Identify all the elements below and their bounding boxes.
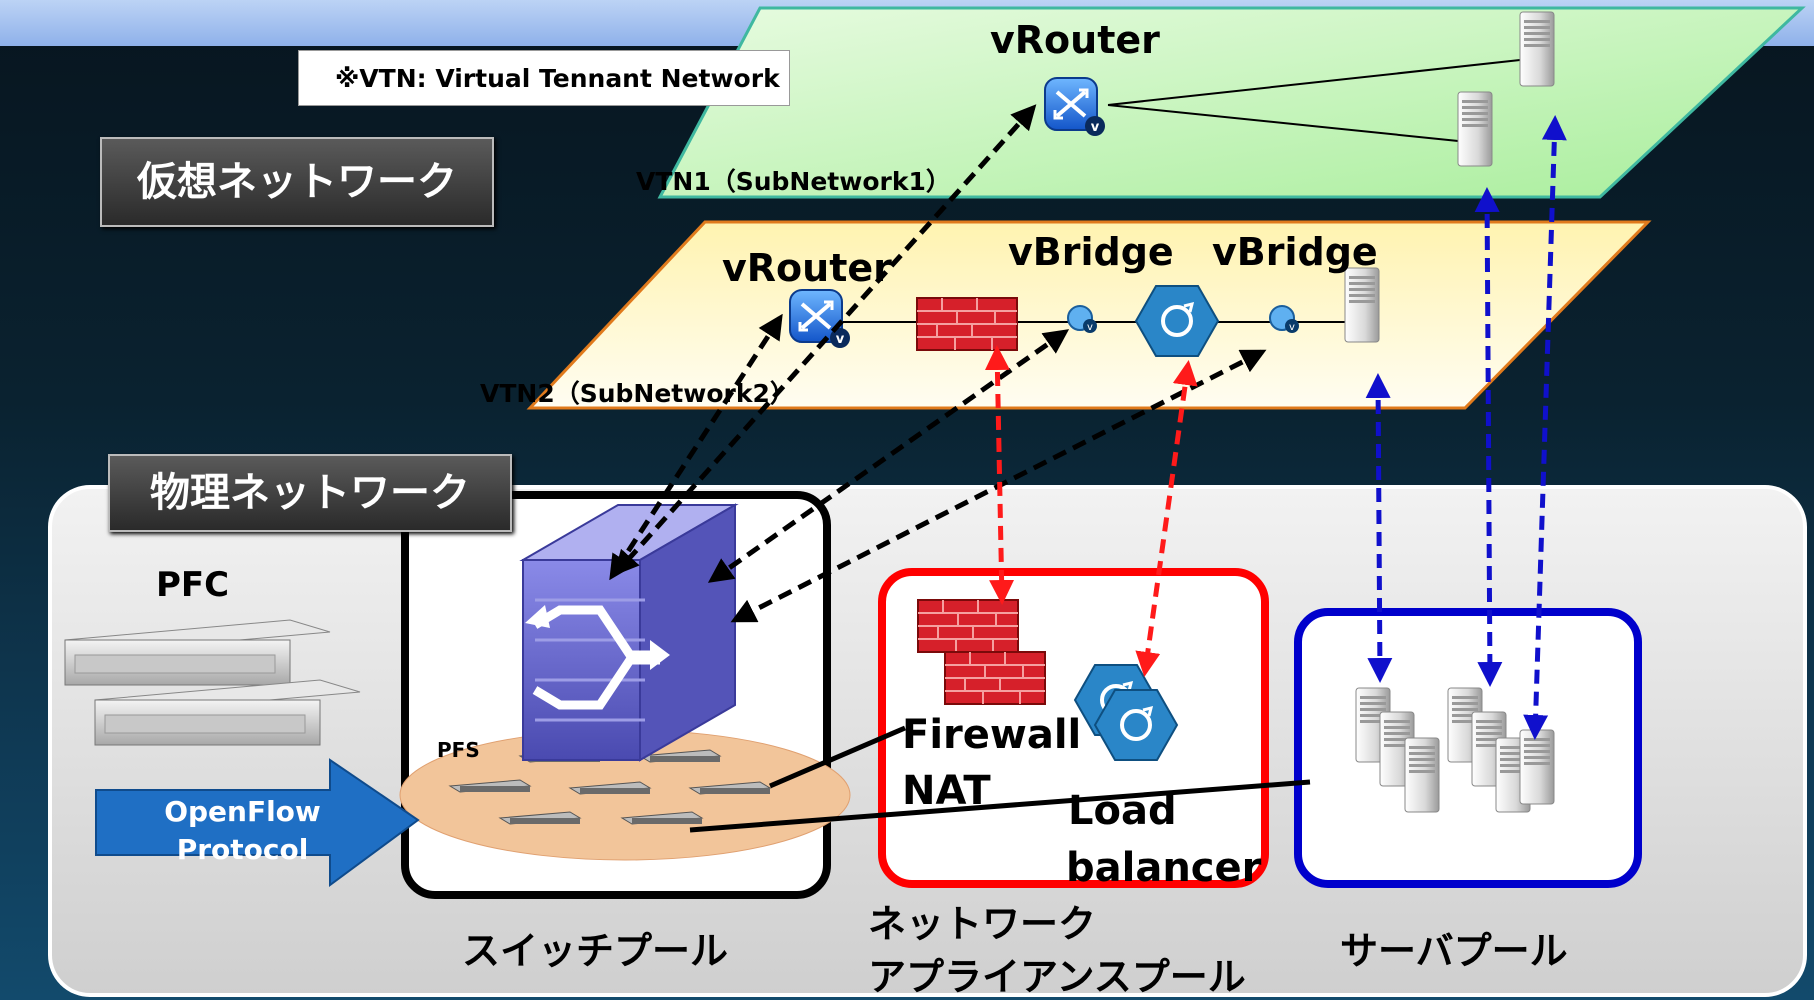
- mapping-arrow: [1474, 187, 1503, 687]
- vtn1-label: VTN1（SubNetwork1）: [636, 167, 951, 196]
- openflow-arrow: [95, 758, 420, 887]
- mapping-arrow: [1365, 373, 1393, 683]
- connector-line: [769, 725, 906, 789]
- nat-label: NAT: [902, 768, 991, 814]
- mapping-arrow: [1523, 115, 1567, 740]
- mapping-arrow: [984, 345, 1015, 605]
- vtn2-server-icon: [1344, 267, 1380, 343]
- pool-firewall-icon: [917, 599, 1019, 653]
- pool-server-icon: [1404, 737, 1440, 813]
- firewall-label: Firewall: [902, 712, 1082, 758]
- pfc-server-icon: [94, 679, 361, 746]
- pool-server-icon: [1519, 729, 1555, 805]
- vtn1-link: [1107, 59, 1521, 106]
- openflow-line2: Protocol: [176, 833, 309, 866]
- vtn2-firewall-icon: [916, 297, 1018, 351]
- pool-firewall-icon: [944, 651, 1046, 705]
- pfc-server-icon: [64, 619, 331, 686]
- lb-label-line2: balancer: [1066, 845, 1262, 891]
- vtn2-router-icon: [788, 288, 852, 350]
- vtn1-router-icon: [1043, 76, 1107, 138]
- vtn-note: ※VTN: Virtual Tennant Network: [298, 50, 790, 106]
- vtn2-router-label: vRouter: [722, 246, 892, 290]
- virtual-network-label: 仮想ネットワーク: [100, 137, 494, 227]
- mapping-arrow: [1135, 360, 1198, 677]
- vtn2-bridge1-label: vBridge: [1008, 230, 1174, 274]
- pfs-label: PFS: [437, 738, 480, 762]
- vtn1-server-icon: [1519, 11, 1555, 87]
- vtn1-link: [1107, 104, 1469, 143]
- vtn1-router-label: vRouter: [990, 18, 1160, 62]
- server-pool-label: サーバプール: [1340, 929, 1568, 973]
- switch-pool-label: スイッチプール: [462, 929, 729, 973]
- vtn2-label: VTN2（SubNetwork2）: [480, 379, 795, 408]
- vtn1-server-icon: [1457, 91, 1493, 167]
- connector-line: [689, 779, 1311, 833]
- lb-label-line1: Load: [1068, 788, 1177, 834]
- appliance-pool-label-line2: アプライアンスプール: [868, 955, 1246, 999]
- appliance-pool-label-line1: ネットワーク: [868, 902, 1097, 946]
- openflow-line1: OpenFlow: [164, 795, 321, 828]
- physical-network-label: 物理ネットワーク: [108, 454, 512, 532]
- pfs-switch-cube-icon: [519, 503, 739, 762]
- pfc-label: PFC: [156, 565, 230, 605]
- vtn2-bridge2-label: vBridge: [1212, 230, 1378, 274]
